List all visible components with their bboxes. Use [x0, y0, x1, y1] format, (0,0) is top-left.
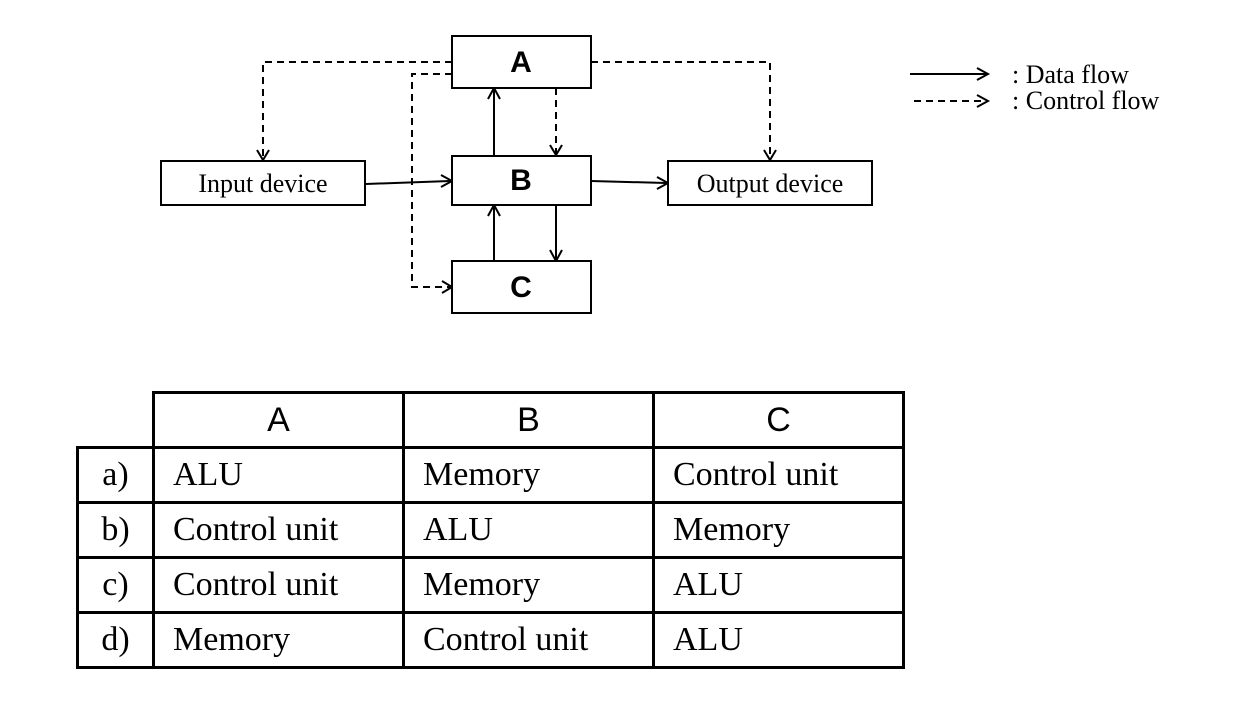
option-label: a) [76, 446, 155, 504]
legend-control-arrowhead [976, 94, 991, 108]
option-label: c) [76, 556, 155, 614]
answer-options-table: A B C a) ALU Memory Control unit b) Cont… [76, 391, 905, 669]
node-c-label: C [510, 271, 532, 304]
node-b-label: B [510, 164, 532, 197]
cell-a: Control unit [152, 501, 405, 559]
option-label: d) [76, 611, 155, 669]
table-header-row: A B C [77, 391, 905, 449]
column-header-c: C [652, 391, 905, 449]
legend: : Data flow : Control flow [910, 60, 1160, 115]
legend-data-arrowhead [976, 67, 991, 81]
control-flow-a-to-c [411, 73, 452, 288]
control-flow-a-to-output [591, 61, 771, 158]
table-corner-cell [77, 392, 155, 449]
cell-a: Control unit [152, 556, 405, 614]
cell-c: Memory [652, 501, 905, 559]
node-a: A [451, 35, 592, 89]
option-label: b) [76, 501, 155, 559]
cell-a: ALU [152, 446, 405, 504]
cell-b: Control unit [402, 611, 655, 669]
column-header-a: A [152, 391, 405, 449]
input-device-label: Input device [198, 169, 327, 198]
node-output-device: Output device [667, 160, 873, 206]
data-flow-input-to-b [365, 180, 451, 185]
legend-data-flow-label: : Data flow [1012, 60, 1129, 89]
control-flow-a-to-input [262, 61, 452, 158]
cell-b: Memory [402, 446, 655, 504]
cell-b: ALU [402, 501, 655, 559]
table-row[interactable]: c) Control unit Memory ALU [76, 556, 905, 614]
data-flow-b-to-output [590, 180, 667, 184]
table-row[interactable]: a) ALU Memory Control unit [76, 446, 905, 504]
cell-b: Memory [402, 556, 655, 614]
node-c: C [451, 260, 592, 314]
node-a-label: A [510, 46, 532, 79]
column-header-b: B [402, 391, 655, 449]
cell-c: ALU [652, 556, 905, 614]
cell-c: ALU [652, 611, 905, 669]
node-input-device: Input device [160, 160, 366, 206]
cell-c: Control unit [652, 446, 905, 504]
table-row[interactable]: d) Memory Control unit ALU [76, 611, 905, 669]
table-row[interactable]: b) Control unit ALU Memory [76, 501, 905, 559]
computer-architecture-diagram: A B C Input device Output device : Data … [160, 35, 1160, 314]
cell-a: Memory [152, 611, 405, 669]
node-b: B [451, 155, 592, 206]
legend-control-flow-label: : Control flow [1012, 86, 1160, 115]
output-device-label: Output device [697, 169, 844, 198]
